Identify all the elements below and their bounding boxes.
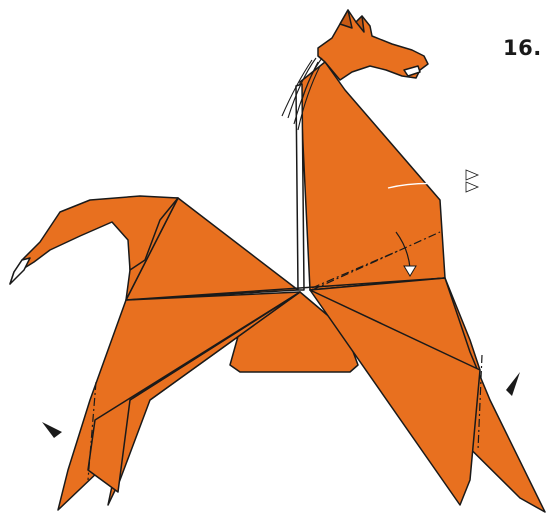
mountain-marker-left-icon [42,422,62,438]
tail-tip [10,258,30,284]
mountain-marker-right-icon [506,372,520,396]
arrow-head-upper [466,170,478,180]
arrow-head-lower [466,182,478,192]
neck-body-panel [300,62,445,290]
step-number: 16. [503,36,542,60]
